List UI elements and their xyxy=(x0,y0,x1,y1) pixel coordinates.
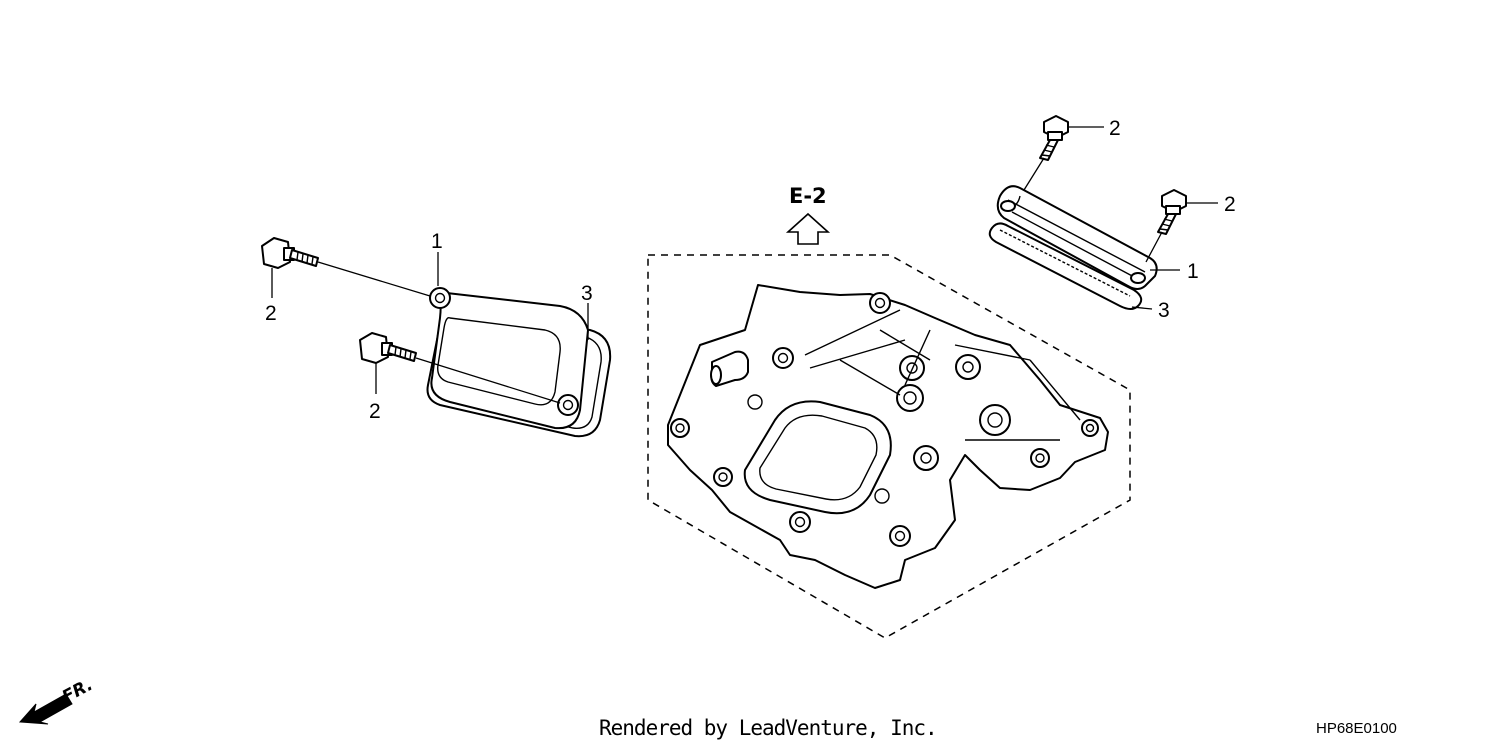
housing-port-inner xyxy=(759,414,878,501)
housing-ribs xyxy=(804,309,1081,441)
credit-text: Rendered by LeadVenture, Inc. xyxy=(599,716,938,740)
left-bolt-lower xyxy=(359,332,417,364)
up-arrow-icon xyxy=(785,212,831,245)
housing-reference-group xyxy=(647,254,1131,639)
right-gasket-callout: 3 xyxy=(1158,299,1170,322)
left-bolt-lower-callout: 2 xyxy=(369,400,381,423)
right-cover-callout: 1 xyxy=(1187,260,1199,283)
left-gasket-callout: 3 xyxy=(581,282,593,305)
left-cover-lug-bottom xyxy=(557,394,579,416)
housing-bosses xyxy=(670,292,1099,547)
left-cover-assembly: 1 3 2 2 xyxy=(261,230,612,438)
right-cover xyxy=(996,185,1158,290)
right-bolt-upper xyxy=(1039,115,1069,161)
right-cover-assembly: 2 2 1 3 xyxy=(988,115,1236,322)
diagram-code: HP68E0100 xyxy=(1316,720,1397,737)
front-direction-indicator: FR. xyxy=(18,675,96,725)
reference-label: E-2 xyxy=(789,184,827,208)
left-bolt-upper xyxy=(261,237,319,269)
front-arrow-icon xyxy=(18,693,73,725)
right-bolt-lower xyxy=(1157,189,1187,235)
right-bolt-upper-callout: 2 xyxy=(1109,117,1121,140)
left-cover-callout: 1 xyxy=(431,230,443,253)
reference-arrow-group: E-2 xyxy=(785,184,831,245)
left-bolt-upper-callout: 2 xyxy=(265,302,277,325)
right-bolt-lower-callout: 2 xyxy=(1224,193,1236,216)
housing-port xyxy=(743,400,892,515)
left-cover xyxy=(430,291,589,430)
left-cover-lug-top xyxy=(429,287,451,309)
right-gasket xyxy=(988,222,1143,310)
dashed-reference-outline xyxy=(647,254,1131,639)
